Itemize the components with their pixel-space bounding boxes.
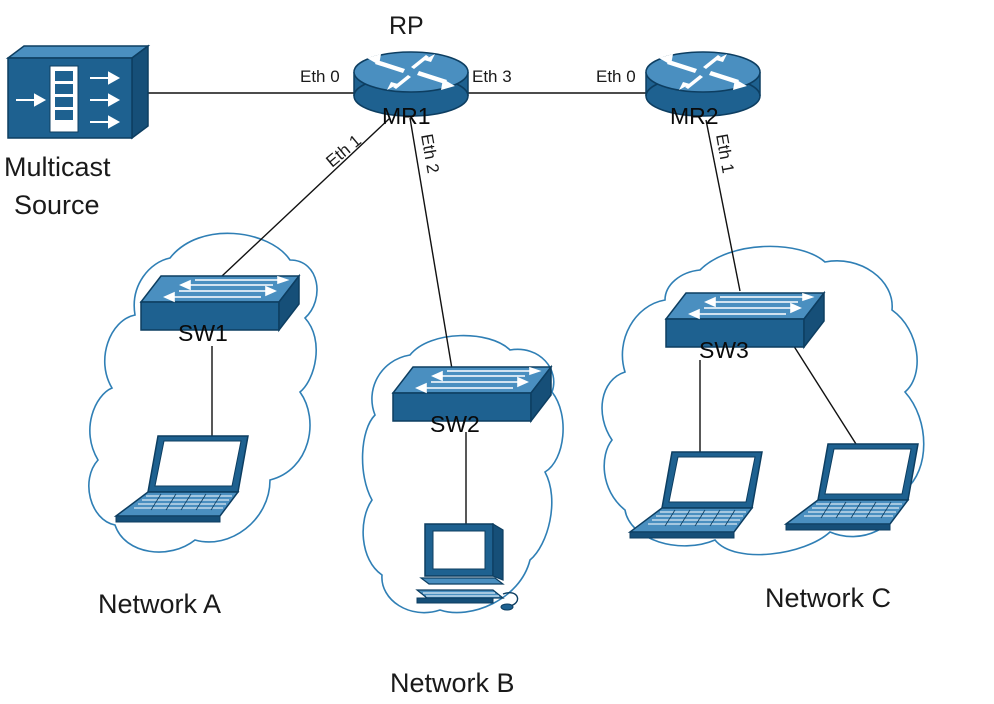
port-mr1-eth1: Eth 1 bbox=[322, 131, 365, 171]
switch-sw1-label: SW1 bbox=[178, 320, 228, 346]
port-mr1-eth0: Eth 0 bbox=[300, 67, 340, 86]
switch-sw1[interactable]: SW1 bbox=[140, 275, 300, 346]
router-mr1[interactable]: MR1 bbox=[353, 51, 469, 129]
router-mr1-label: MR1 bbox=[382, 103, 431, 129]
desktop-computer-icon[interactable] bbox=[416, 523, 519, 611]
source-label-line1: Multicast bbox=[4, 152, 111, 182]
rp-label: RP bbox=[389, 12, 424, 40]
links bbox=[148, 92, 857, 524]
multicast-source-icon bbox=[5, 44, 151, 140]
network-b-label: Network B bbox=[390, 668, 515, 698]
network-a-label: Network A bbox=[98, 589, 221, 619]
link-mr2-sw3 bbox=[705, 119, 741, 292]
link-mr1-sw1 bbox=[221, 117, 391, 277]
switch-sw3-label: SW3 bbox=[699, 337, 749, 363]
port-mr1-eth2: Eth 2 bbox=[417, 132, 443, 174]
switch-sw3[interactable]: SW3 bbox=[665, 292, 825, 363]
network-c-label: Network C bbox=[765, 583, 891, 613]
port-mr2-eth0: Eth 0 bbox=[596, 67, 636, 86]
link-sw3-laptop2 bbox=[789, 339, 857, 445]
switch-sw2-label: SW2 bbox=[430, 411, 480, 437]
router-mr2-label: MR2 bbox=[670, 103, 719, 129]
source-label-line2: Source bbox=[14, 190, 100, 220]
switch-sw2[interactable]: SW2 bbox=[392, 366, 552, 437]
port-mr1-eth3: Eth 3 bbox=[472, 67, 512, 86]
link-mr1-sw2 bbox=[409, 117, 453, 370]
router-mr2[interactable]: MR2 bbox=[645, 51, 761, 129]
